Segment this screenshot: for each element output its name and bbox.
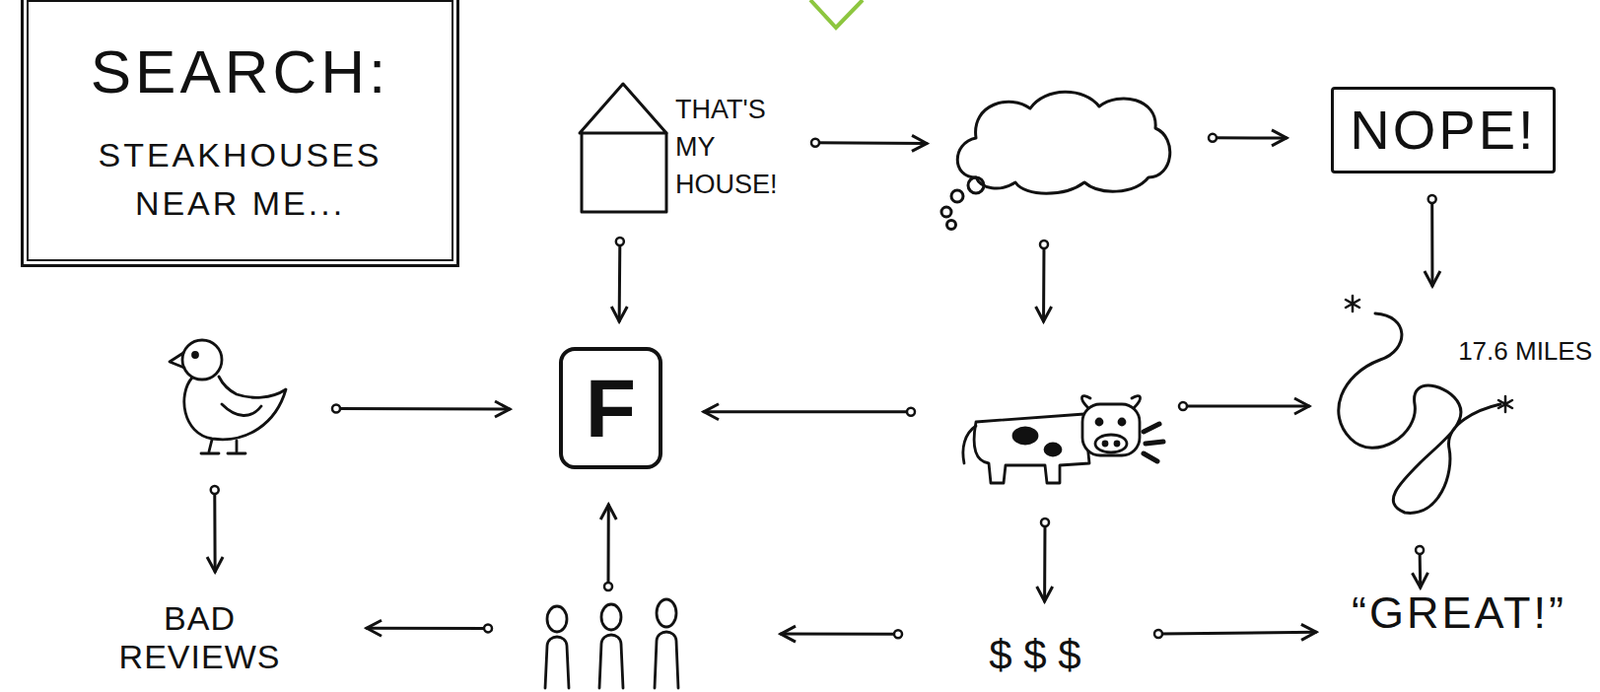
cloud-outline	[957, 91, 1171, 194]
search-box: SEARCH: STEAKHOUSES NEAR ME...	[20, 0, 460, 268]
duck-body	[184, 376, 286, 440]
flow-arrow	[1212, 136, 1287, 140]
thought-bubble	[968, 177, 984, 194]
flow-arrow	[1182, 405, 1310, 409]
person-body	[545, 636, 569, 689]
flow-arrow	[1418, 550, 1423, 588]
house-icon	[579, 83, 667, 212]
house-roof	[579, 83, 667, 134]
route-squiggle	[1338, 295, 1513, 513]
duck-head	[182, 340, 222, 380]
flow-arrow	[618, 241, 623, 322]
person-head	[547, 606, 567, 632]
duck-eye	[193, 352, 199, 358]
node-text: 17.6 MILES	[1458, 337, 1593, 366]
cow-node	[958, 392, 1166, 486]
flow-arrow	[780, 632, 899, 636]
star-mark	[1345, 295, 1360, 312]
cow-head	[1082, 404, 1140, 456]
person-body	[654, 631, 679, 689]
cow-spot	[1013, 427, 1038, 444]
flow-arrow	[336, 407, 510, 412]
person-body	[599, 634, 624, 689]
flow-arrow	[815, 140, 927, 145]
duck-icon	[169, 340, 286, 454]
flow-arrow	[1043, 522, 1046, 602]
great-node: “GREAT!”	[1321, 589, 1598, 637]
green-chevron	[810, 0, 863, 28]
person-head	[601, 604, 622, 630]
flow-arrow	[607, 504, 611, 587]
flow-arrow	[1158, 631, 1317, 634]
cow-eye	[1096, 418, 1103, 425]
cow-nostril	[1103, 441, 1108, 446]
moo-marks	[1143, 423, 1164, 462]
node-text: “GREAT!”	[1351, 588, 1567, 638]
f-box: F	[558, 347, 663, 470]
cow-nostril	[1114, 441, 1119, 446]
flow-arrow	[366, 626, 488, 630]
nope-box: NOPE!	[1330, 86, 1556, 174]
duck-beak	[169, 352, 185, 368]
cow-eye	[1118, 418, 1125, 425]
thought-cloud	[941, 91, 1171, 229]
distance-node: 17.6 MILES	[1325, 293, 1593, 519]
node-text: STEAKHOUSES NEAR ME...	[77, 131, 404, 229]
people-node	[535, 599, 705, 691]
cow-spot	[1044, 443, 1061, 456]
node-text: BAD REVIEWS	[113, 599, 286, 677]
thought-cloud-node	[938, 86, 1174, 229]
flow-arrow	[1042, 244, 1045, 322]
thought-bubble	[941, 207, 952, 217]
node-text: NOPE!	[1349, 99, 1536, 161]
people-icon	[545, 599, 679, 689]
duck-wing	[221, 404, 262, 417]
star-mark	[1498, 396, 1513, 413]
node-text: THAT'S MY HOUSE!	[675, 91, 799, 204]
bad-reviews-node: BAD REVIEWS	[113, 593, 286, 683]
thought-bubble	[951, 190, 964, 203]
thought-bubble	[947, 220, 957, 230]
house-node: THAT'S MY HOUSE!	[576, 81, 806, 214]
cow-nose	[1095, 434, 1127, 453]
cow-tail	[963, 425, 976, 464]
duck-feet	[201, 439, 246, 454]
flow-arrow	[703, 410, 911, 414]
person-head	[656, 599, 677, 627]
duck-node	[165, 335, 288, 456]
node-text: $ $ $	[988, 632, 1081, 679]
house-walls	[581, 133, 667, 212]
cow-icon	[963, 396, 1164, 484]
price-node: $ $ $	[941, 621, 1129, 691]
connectors	[214, 138, 1433, 634]
cow-body	[973, 414, 1090, 484]
flow-arrow	[212, 489, 216, 572]
flow-arrow	[1430, 199, 1434, 286]
node-text: F	[585, 362, 636, 454]
node-text: SEARCH:	[90, 38, 391, 106]
